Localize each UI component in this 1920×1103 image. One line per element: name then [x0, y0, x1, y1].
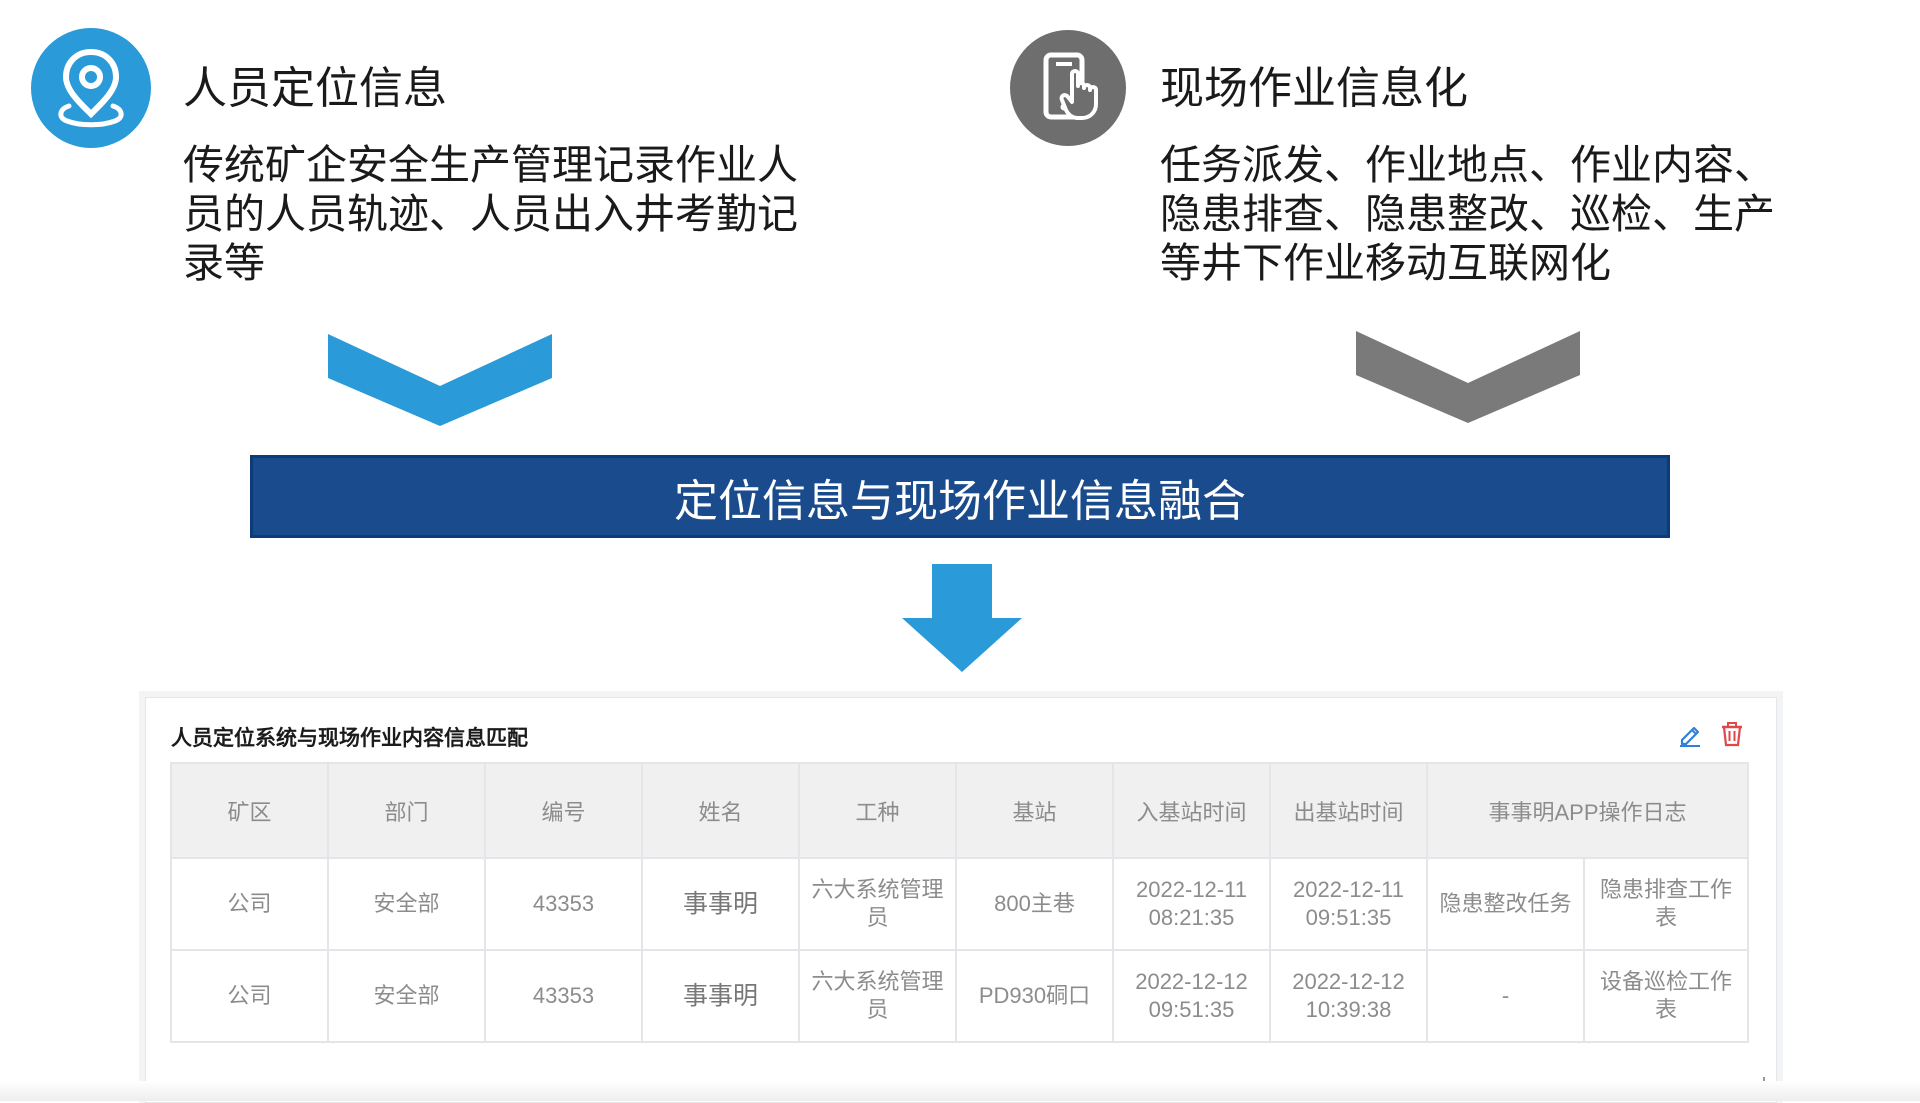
out-date: 2022-12-12 — [1292, 969, 1405, 994]
match-table: 矿区 部门 编号 姓名 工种 基站 入基站时间 出基站时间 事事明APP操作日志… — [170, 762, 1749, 1043]
column-header: 部门 — [327, 762, 486, 859]
left-chevron-down-icon — [328, 334, 552, 426]
out-date: 2022-12-11 — [1293, 877, 1404, 902]
out-clock: 09:51:35 — [1305, 905, 1392, 930]
cell-mine: 公司 — [170, 857, 329, 951]
column-header: 矿区 — [170, 762, 329, 859]
column-header: 编号 — [484, 762, 643, 859]
cell-mine: 公司 — [170, 949, 329, 1043]
column-header: 事事明APP操作日志 — [1426, 762, 1749, 859]
table-row: 公司 安全部 43353 事事明 六大系统管理员 800主巷 2022-12-1… — [170, 857, 1749, 951]
out-clock: 10:39:38 — [1305, 997, 1392, 1022]
table-header-row: 矿区 部门 编号 姓名 工种 基站 入基站时间 出基站时间 事事明APP操作日志 — [170, 762, 1749, 859]
cell-dept: 安全部 — [327, 949, 486, 1043]
left-desc-line: 员的人员轨迹、人员出入井考勤记 — [183, 190, 798, 238]
cell-log-1: 隐患整改任务 — [1426, 857, 1585, 951]
cell-in-time: 2022-12-12 09:51:35 — [1112, 949, 1271, 1043]
column-header: 基站 — [955, 762, 1114, 859]
cell-name: 事事明 — [641, 857, 800, 951]
column-header: 出基站时间 — [1269, 762, 1428, 859]
right-desc-line: 等井下作业移动互联网化 — [1160, 239, 1611, 287]
panel-title: 人员定位系统与现场作业内容信息匹配 — [171, 726, 528, 750]
left-desc-line: 录等 — [183, 239, 265, 287]
cell-station: PD930硐口 — [955, 949, 1114, 1043]
in-date: 2022-12-11 — [1136, 877, 1247, 902]
right-heading: 现场作业信息化 — [1160, 63, 1468, 114]
column-header: 工种 — [798, 762, 957, 859]
right-chevron-down-icon — [1356, 331, 1580, 423]
left-description: 传统矿企安全生产管理记录作业人 员的人员轨迹、人员出入井考勤记 录等 — [183, 141, 843, 288]
column-header: 入基站时间 — [1112, 762, 1271, 859]
table-row: 公司 安全部 43353 事事明 六大系统管理员 PD930硐口 2022-12… — [170, 949, 1749, 1043]
location-pin-icon — [31, 28, 151, 148]
right-desc-line: 隐患排查、隐患整改、巡检、生产 — [1160, 190, 1775, 238]
edit-icon[interactable] — [1676, 720, 1704, 748]
cell-name: 事事明 — [641, 949, 800, 1043]
cell-out-time: 2022-12-11 09:51:35 — [1269, 857, 1428, 951]
cell-in-time: 2022-12-11 08:21:35 — [1112, 857, 1271, 951]
cell-job: 六大系统管理员 — [798, 949, 957, 1043]
down-arrow-icon — [902, 564, 1022, 672]
cell-job: 六大系统管理员 — [798, 857, 957, 951]
cell-log-1: - — [1426, 949, 1585, 1043]
phone-touch-icon — [1010, 30, 1126, 146]
left-desc-line: 传统矿企安全生产管理记录作业人 — [183, 141, 798, 189]
cell-out-time: 2022-12-12 10:39:38 — [1269, 949, 1428, 1043]
cell-id: 43353 — [484, 949, 643, 1043]
cell-id: 43353 — [484, 857, 643, 951]
cell-station: 800主巷 — [955, 857, 1114, 951]
right-description: 任务派发、作业地点、作业内容、 隐患排查、隐患整改、巡检、生产 等井下作业移动互… — [1160, 141, 1820, 288]
bottom-fade — [0, 1081, 1920, 1101]
in-clock: 09:51:35 — [1148, 997, 1235, 1022]
cell-log-2: 隐患排查工作表 — [1583, 857, 1749, 951]
in-date: 2022-12-12 — [1135, 969, 1248, 994]
cell-log-2: 设备巡检工作表 — [1583, 949, 1749, 1043]
fusion-banner: 定位信息与现场作业信息融合 — [250, 455, 1670, 538]
right-desc-line: 任务派发、作业地点、作业内容、 — [1160, 141, 1775, 189]
left-heading: 人员定位信息 — [183, 63, 447, 114]
column-header: 姓名 — [641, 762, 800, 859]
in-clock: 08:21:35 — [1148, 905, 1235, 930]
cell-dept: 安全部 — [327, 857, 486, 951]
trash-icon[interactable] — [1719, 720, 1745, 748]
